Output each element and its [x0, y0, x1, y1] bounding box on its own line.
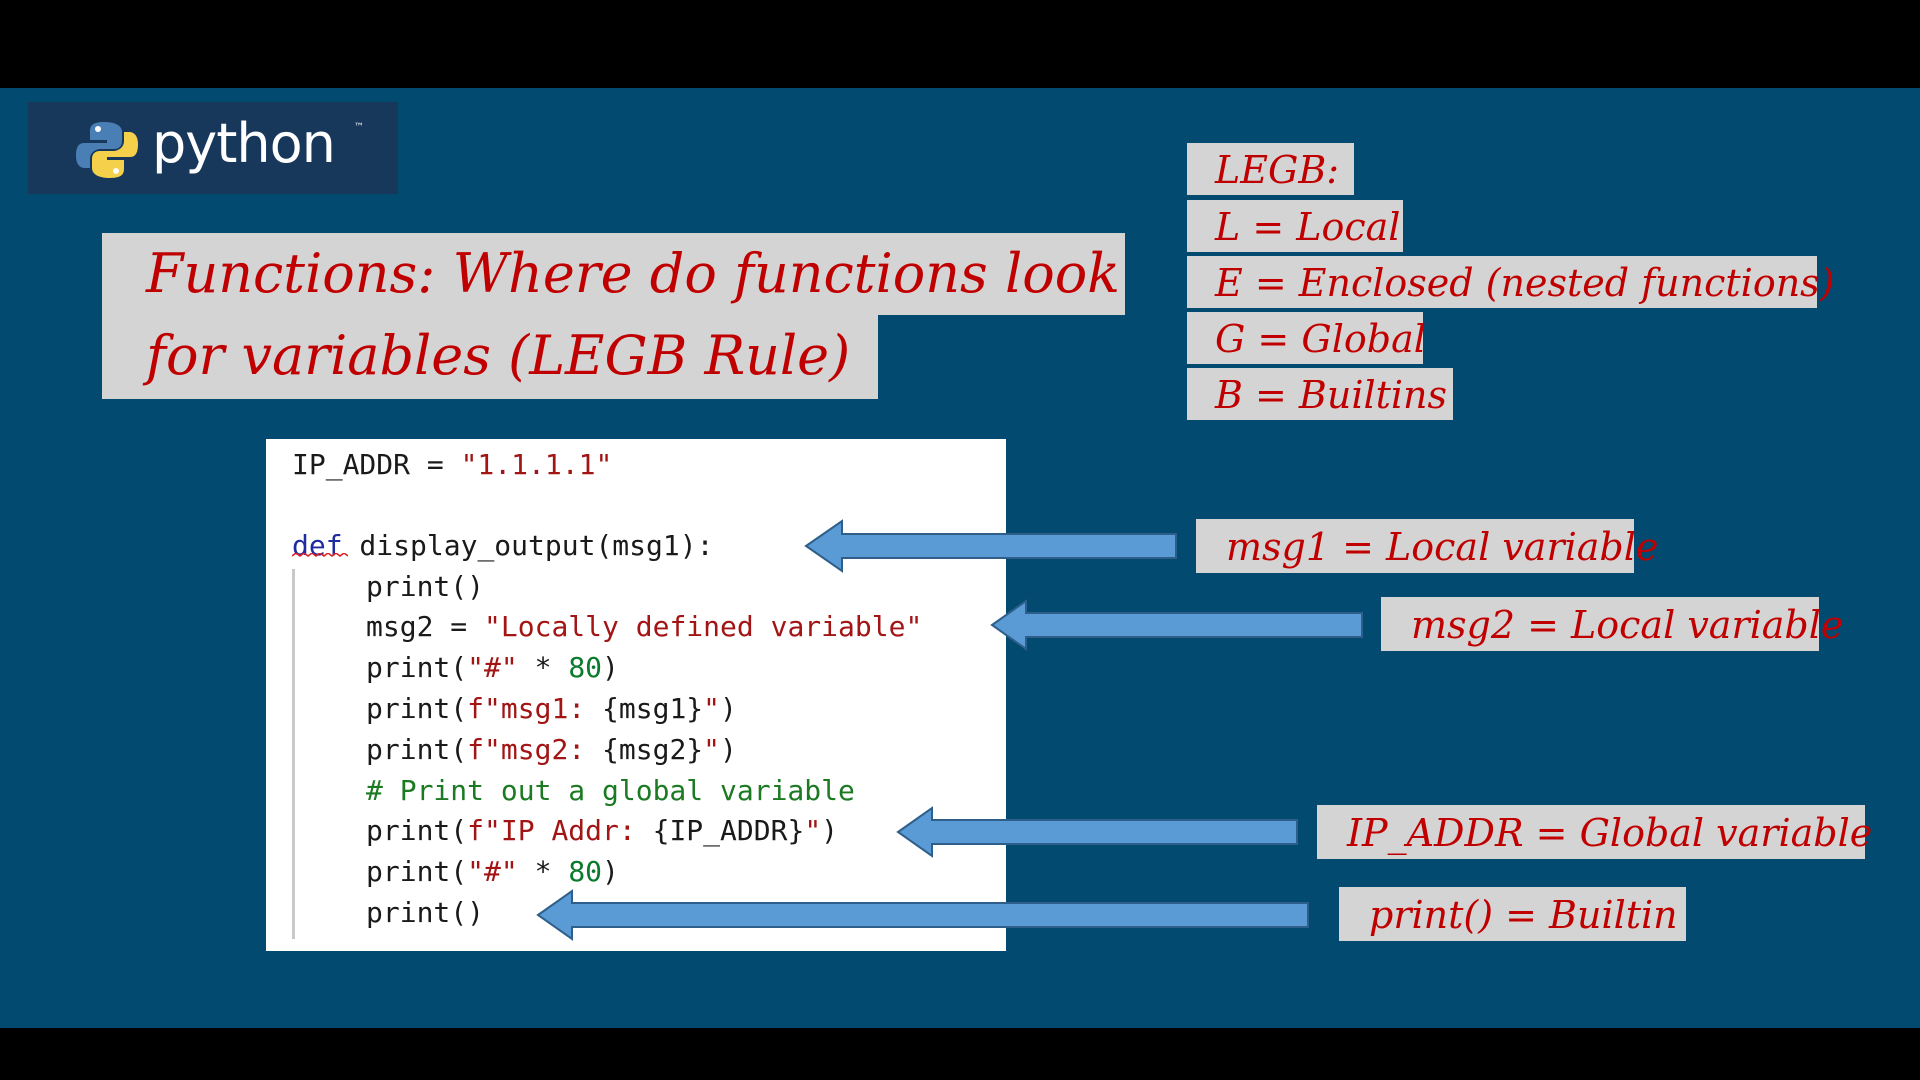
python-logo: python ™: [28, 102, 398, 194]
python-snake-icon: [76, 122, 138, 178]
code-panel: IP_ADDR = "1.1.1.1" def display_output(m…: [266, 439, 1006, 951]
legb-item-label: L = Local: [1215, 205, 1401, 249]
logo-text: python: [152, 112, 336, 175]
page-title-line2: for variables (LEGB Rule): [146, 324, 851, 387]
legb-item-label: G = Global: [1215, 317, 1426, 361]
arrows-layer: [536, 519, 1363, 941]
arrow-msg1: [804, 519, 1177, 573]
code-line-def: def display_output(msg1):: [292, 529, 714, 562]
legb-heading-box: LEGB:: [1187, 143, 1354, 195]
arrow-msg2: [990, 599, 1363, 651]
note-msg1-label: msg1 = Local variable: [1226, 525, 1659, 569]
code-line-print-empty: print(): [366, 570, 485, 603]
spellcheck-underline: [292, 553, 348, 557]
legb-item-enclosed: E = Enclosed (nested functions): [1187, 256, 1835, 308]
indent-guide: [292, 569, 295, 939]
code-line-print-hash: print("#" * 80): [366, 651, 619, 684]
note-print-label: print() = Builtin: [1369, 893, 1678, 937]
code-line-print-msg1: print(f"msg1: {msg1}"): [366, 692, 737, 725]
legb-item-global: G = Global: [1187, 312, 1426, 364]
legb-item-label: E = Enclosed (nested functions): [1215, 261, 1835, 305]
legb-item-builtins: B = Builtins: [1187, 368, 1453, 420]
slide: python ™ Functions: Where do functions l…: [0, 88, 1920, 1028]
code-line-comment: # Print out a global variable: [366, 774, 855, 807]
code-line-print-hash-2: print("#" * 80): [366, 855, 619, 888]
note-msg2: msg2 = Local variable: [1381, 597, 1843, 651]
page-title-line1: Functions: Where do functions look: [146, 242, 1120, 305]
title-box-line1: Functions: Where do functions look: [102, 233, 1125, 315]
arrow-print: [536, 889, 1309, 941]
logo-trademark: ™: [354, 122, 364, 133]
code-line-ip-addr: IP_ADDR = "1.1.1.1": [292, 448, 613, 481]
legb-heading: LEGB:: [1215, 148, 1340, 192]
code-line-print-msg2: print(f"msg2: {msg2}"): [366, 733, 737, 766]
note-ip-addr-label: IP_ADDR = Global variable: [1347, 811, 1873, 855]
code-line-print-ip: print(f"IP Addr: {IP_ADDR}"): [366, 814, 839, 847]
legb-item-label: B = Builtins: [1215, 373, 1448, 417]
code-line-msg2: msg2 = "Locally defined variable": [366, 610, 923, 643]
note-print: print() = Builtin: [1339, 887, 1686, 941]
note-msg2-label: msg2 = Local variable: [1411, 603, 1844, 647]
arrow-ip-addr: [896, 806, 1298, 858]
code-line-print-last: print(): [366, 896, 485, 929]
legb-item-local: L = Local: [1187, 200, 1403, 252]
title-box-line2: for variables (LEGB Rule): [102, 315, 878, 399]
note-msg1: msg1 = Local variable: [1196, 519, 1658, 573]
note-ip-addr: IP_ADDR = Global variable: [1317, 805, 1872, 859]
